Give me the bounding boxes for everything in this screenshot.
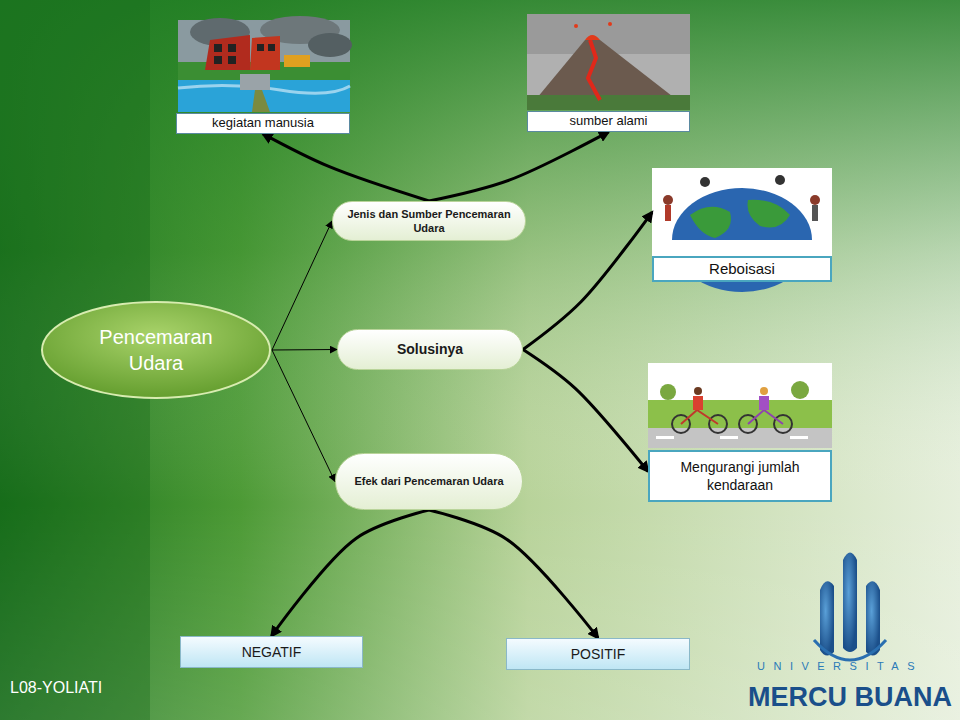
logo-title: MERCU BUANA <box>748 682 952 713</box>
node-text: Jenis dan Sumber Pencemaran Udara <box>333 207 525 236</box>
slide-code: L08-YOLIATI <box>10 679 102 697</box>
effect-box: NEGATIF <box>180 636 363 668</box>
node-text: Mengurangi jumlah kendaraan <box>648 450 832 502</box>
picture-box: Reboisasi <box>652 168 832 282</box>
logo-subtitle: UNIVERSITAS <box>757 660 923 672</box>
node-text: POSITIF <box>563 645 633 663</box>
globe-picture <box>652 168 832 292</box>
ellipse-shape <box>40 300 272 400</box>
node-text: sumber alami <box>527 111 690 132</box>
connector-arrow <box>272 510 430 636</box>
connector-arrow <box>429 510 598 638</box>
node-text: NEGATIF <box>234 643 310 661</box>
connector-arrow <box>523 350 648 472</box>
node-text: Reboisasi <box>652 256 832 282</box>
topic-ellipse: Pencemaran Udara <box>40 300 272 400</box>
picture-box: kegiatan manusia <box>176 18 350 134</box>
connector-arrow <box>429 132 609 201</box>
volcano-picture <box>527 14 690 110</box>
node-text: Pencemaran Udara <box>50 324 262 376</box>
branch-pill: Jenis dan Sumber Pencemaran Udara <box>332 201 526 241</box>
node-text: Efek dari Pencemaran Udara <box>340 474 517 488</box>
effect-box: POSITIF <box>506 638 690 670</box>
branch-pill: Efek dari Pencemaran Udara <box>335 453 523 510</box>
branch-pill: Solusinya <box>337 329 523 370</box>
connector-arrow <box>263 134 429 201</box>
cyclists-picture <box>648 363 832 448</box>
connector-arrow <box>272 349 337 351</box>
university-logo <box>814 553 886 661</box>
picture-box: sumber alami <box>527 14 690 132</box>
connector-arrow <box>272 350 335 482</box>
factory-picture <box>178 16 352 112</box>
connector-arrow <box>272 221 332 350</box>
connector-arrow <box>523 212 652 349</box>
node-text: kegiatan manusia <box>176 113 350 134</box>
picture-box: Mengurangi jumlah kendaraan <box>648 363 832 502</box>
node-text: Solusinya <box>383 340 477 358</box>
